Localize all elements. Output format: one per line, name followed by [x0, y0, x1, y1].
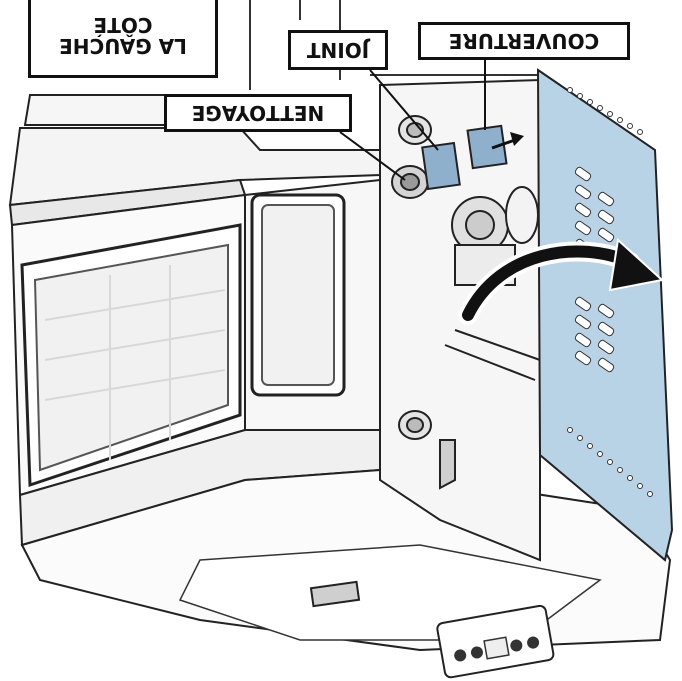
bottom-bracket [440, 440, 455, 488]
cover-highlight [468, 126, 507, 168]
cover-label: COUVERTURE [418, 22, 630, 60]
left-side-label-line2: CÔTÉ [94, 14, 153, 35]
side-glass [262, 205, 334, 385]
left-side-label-line1: LA GAUCHE [59, 35, 187, 56]
joint-highlight [422, 143, 460, 189]
joint-label: JOINT [288, 30, 388, 70]
cleaning-label: NETTOYAGE [164, 94, 352, 132]
left-side-label: LA GAUCHE CÔTÉ [28, 0, 218, 78]
